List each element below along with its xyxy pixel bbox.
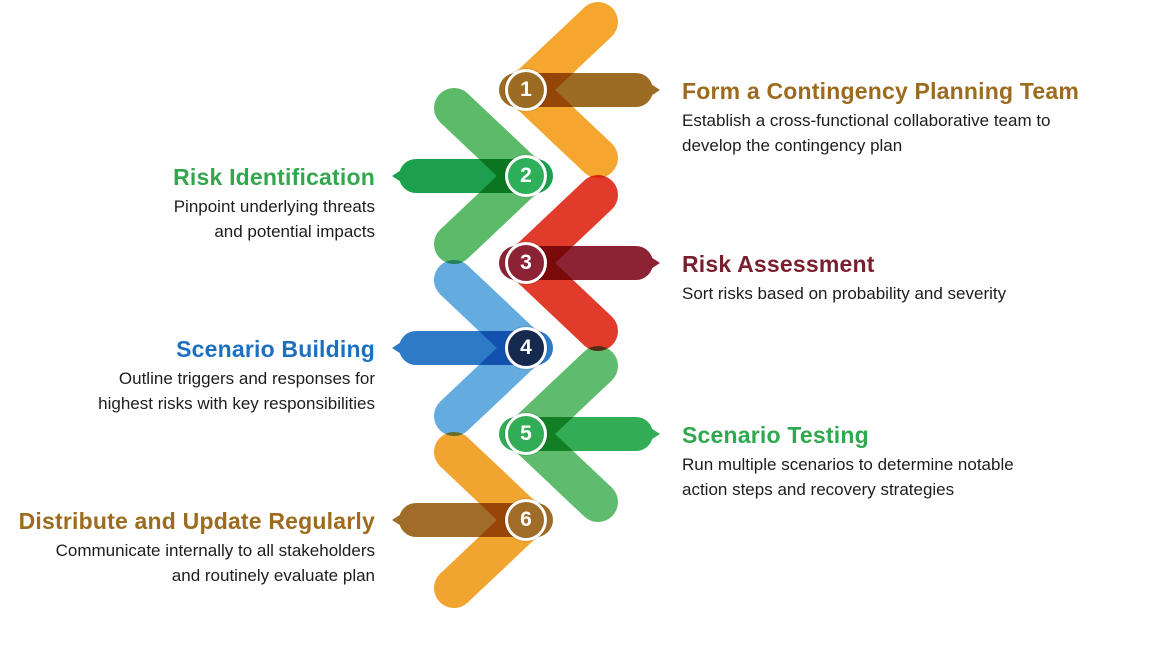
step-number: 4 — [520, 336, 532, 359]
step-number: 3 — [520, 251, 532, 274]
step-title: Distribute and Update Regularly — [18, 508, 375, 534]
step-title: Scenario Building — [176, 336, 375, 362]
arrow-tip — [392, 159, 418, 193]
step-number-badge: 5 — [505, 413, 547, 455]
step-number-badge: 2 — [505, 155, 547, 197]
step-text-block: Risk Identification Pinpoint underlying … — [173, 163, 375, 244]
step-text-block: Form a Contingency Planning Team Establi… — [682, 77, 1079, 158]
arrow-tip — [634, 246, 660, 280]
arrow-tip — [634, 417, 660, 451]
arrow-tip — [392, 503, 418, 537]
arrow-tip — [634, 73, 660, 107]
step-number: 2 — [520, 164, 532, 187]
step-number-badge: 4 — [505, 327, 547, 369]
arrow-tip — [392, 331, 418, 365]
step-number-badge: 1 — [505, 69, 547, 111]
step-number-badge: 6 — [505, 499, 547, 541]
step-number: 1 — [520, 78, 532, 101]
step-title: Risk Assessment — [682, 251, 875, 277]
step-title: Scenario Testing — [682, 422, 869, 448]
step-number: 6 — [520, 508, 532, 531]
step-title: Risk Identification — [173, 164, 375, 190]
step-description: Establish a cross-functional collaborati… — [682, 111, 1051, 155]
step-description: Pinpoint underlying threats and potentia… — [173, 197, 375, 241]
step-description: Outline triggers and responses for highe… — [98, 369, 375, 413]
step-description: Sort risks based on probability and seve… — [682, 284, 1007, 303]
step-text-block: Risk Assessment Sort risks based on prob… — [682, 250, 1006, 306]
step-number-badge: 3 — [505, 242, 547, 284]
step-description: Run multiple scenarios to determine nota… — [682, 455, 1014, 499]
step-number: 5 — [520, 422, 532, 445]
step-title: Form a Contingency Planning Team — [682, 78, 1080, 104]
step-text-block: Distribute and Update Regularly Communic… — [19, 507, 375, 588]
step-description: Communicate internally to all stakeholde… — [55, 541, 375, 585]
step-text-block: Scenario Building Outline triggers and r… — [98, 335, 375, 416]
step-text-block: Scenario Testing Run multiple scenarios … — [682, 421, 1014, 502]
